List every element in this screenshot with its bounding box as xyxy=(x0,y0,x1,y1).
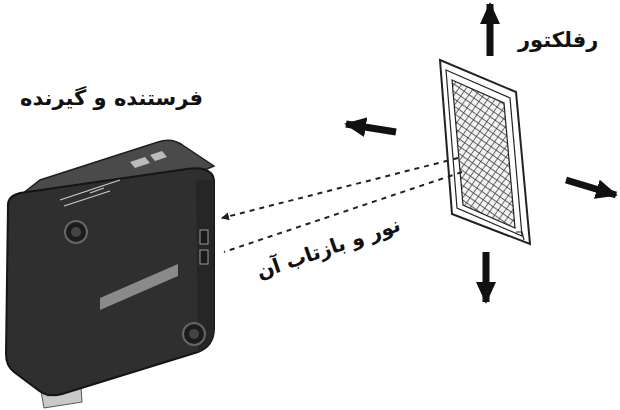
sensor-body xyxy=(6,140,214,395)
light-label: نور و بازتاب آن xyxy=(253,212,403,284)
sender-receiver-label: فرستنده و گیرنده xyxy=(20,86,203,111)
reflector-label: رفلکتور xyxy=(518,28,598,53)
reflector xyxy=(440,60,530,244)
direction-arrows xyxy=(346,4,616,302)
